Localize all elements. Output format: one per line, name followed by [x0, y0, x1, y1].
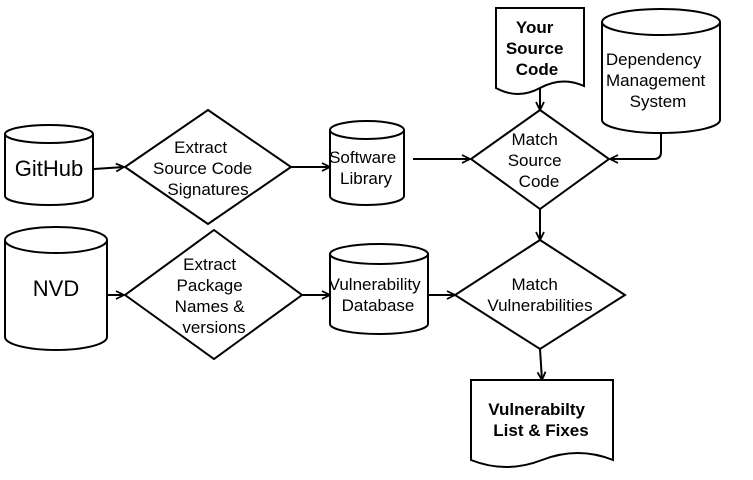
extract-signatures-line: Signatures	[167, 180, 248, 199]
github-label: GitHub	[15, 156, 83, 181]
decision-diamond-icon	[453, 238, 627, 351]
database-cylinder-icon	[4, 226, 108, 351]
match-source-code-node: Match Source Code	[469, 108, 611, 211]
vulnerability-database-label: Vulnerability Database	[329, 275, 426, 315]
match-vulnerabilities-node: Match Vulnerabilities	[453, 238, 627, 351]
nvd-label-line: NVD	[33, 276, 79, 301]
your-source-code-line: Your	[516, 18, 554, 37]
vulnerability-database-line: Database	[342, 296, 415, 315]
document-shape-icon	[470, 379, 614, 468]
vulnerability-database-node: Vulnerability Database	[329, 243, 429, 335]
vulnerability-list-line: Vulnerabilty	[488, 400, 585, 419]
edge-github-to-extract-signatures	[93, 167, 124, 169]
match-vulnerabilities-label: Match Vulnerabilities	[487, 275, 592, 315]
nvd-node: NVD	[4, 226, 108, 351]
database-cylinder-icon	[329, 120, 405, 206]
github-node: GitHub	[4, 124, 94, 206]
match-vulnerabilities-line: Match	[511, 275, 557, 294]
extract-signatures-line: Source Code	[153, 159, 252, 178]
edge-match-vulnerabilities-to-vulnerability-list	[540, 348, 542, 380]
extract-signatures-line: Extract	[174, 138, 227, 157]
your-source-code-line: Source	[506, 39, 564, 58]
dependency-management-line: Dependency	[606, 50, 702, 69]
vulnerability-list-line: List & Fixes	[493, 421, 588, 440]
vulnerability-database-line: Vulnerability	[329, 275, 421, 294]
edge-dependency-to-match-source	[610, 130, 662, 159]
your-source-code-node: Your Source Code	[495, 7, 585, 95]
database-cylinder-icon	[329, 243, 429, 335]
vulnerability-list-label: Vulnerabilty List & Fixes	[488, 400, 589, 440]
match-source-code-line: Code	[519, 172, 560, 191]
github-label-line: GitHub	[15, 156, 83, 181]
nvd-label: NVD	[33, 276, 79, 301]
dependency-management-label: Dependency Management System	[606, 50, 710, 111]
decision-diamond-icon	[469, 108, 611, 211]
database-cylinder-icon	[601, 8, 721, 134]
match-source-code-label: Match Source Code	[508, 130, 567, 191]
extract-packages-node: Extract Package Names & versions	[123, 228, 304, 361]
dependency-management-line: System	[630, 92, 687, 111]
dependency-management-line: Management	[606, 71, 706, 90]
match-vulnerabilities-line: Vulnerabilities	[487, 296, 592, 315]
extract-packages-line: versions	[182, 318, 245, 337]
edges	[93, 87, 662, 380]
extract-packages-label: Extract Package Names & versions	[175, 255, 250, 337]
software-library-line: Library	[340, 169, 392, 188]
software-library-node: Software Library	[329, 120, 405, 206]
match-source-code-line: Match	[511, 130, 557, 149]
document-shape-icon	[495, 7, 585, 95]
your-source-code-label: Your Source Code	[506, 18, 568, 79]
decision-diamond-icon	[123, 108, 293, 226]
your-source-code-line: Code	[516, 60, 559, 79]
extract-packages-line: Names &	[175, 297, 246, 316]
database-cylinder-icon	[4, 124, 94, 206]
extract-packages-line: Extract	[183, 255, 236, 274]
extract-packages-line: Package	[177, 276, 243, 295]
match-source-code-line: Source	[508, 151, 562, 170]
decision-diamond-icon	[123, 228, 304, 361]
software-library-line: Software	[329, 148, 396, 167]
extract-signatures-label: Extract Source Code Signatures	[153, 138, 257, 199]
software-library-label: Software Library	[329, 148, 401, 188]
extract-signatures-node: Extract Source Code Signatures	[123, 108, 293, 226]
dependency-management-node: Dependency Management System	[601, 8, 721, 134]
vulnerability-list-node: Vulnerabilty List & Fixes	[470, 379, 614, 468]
